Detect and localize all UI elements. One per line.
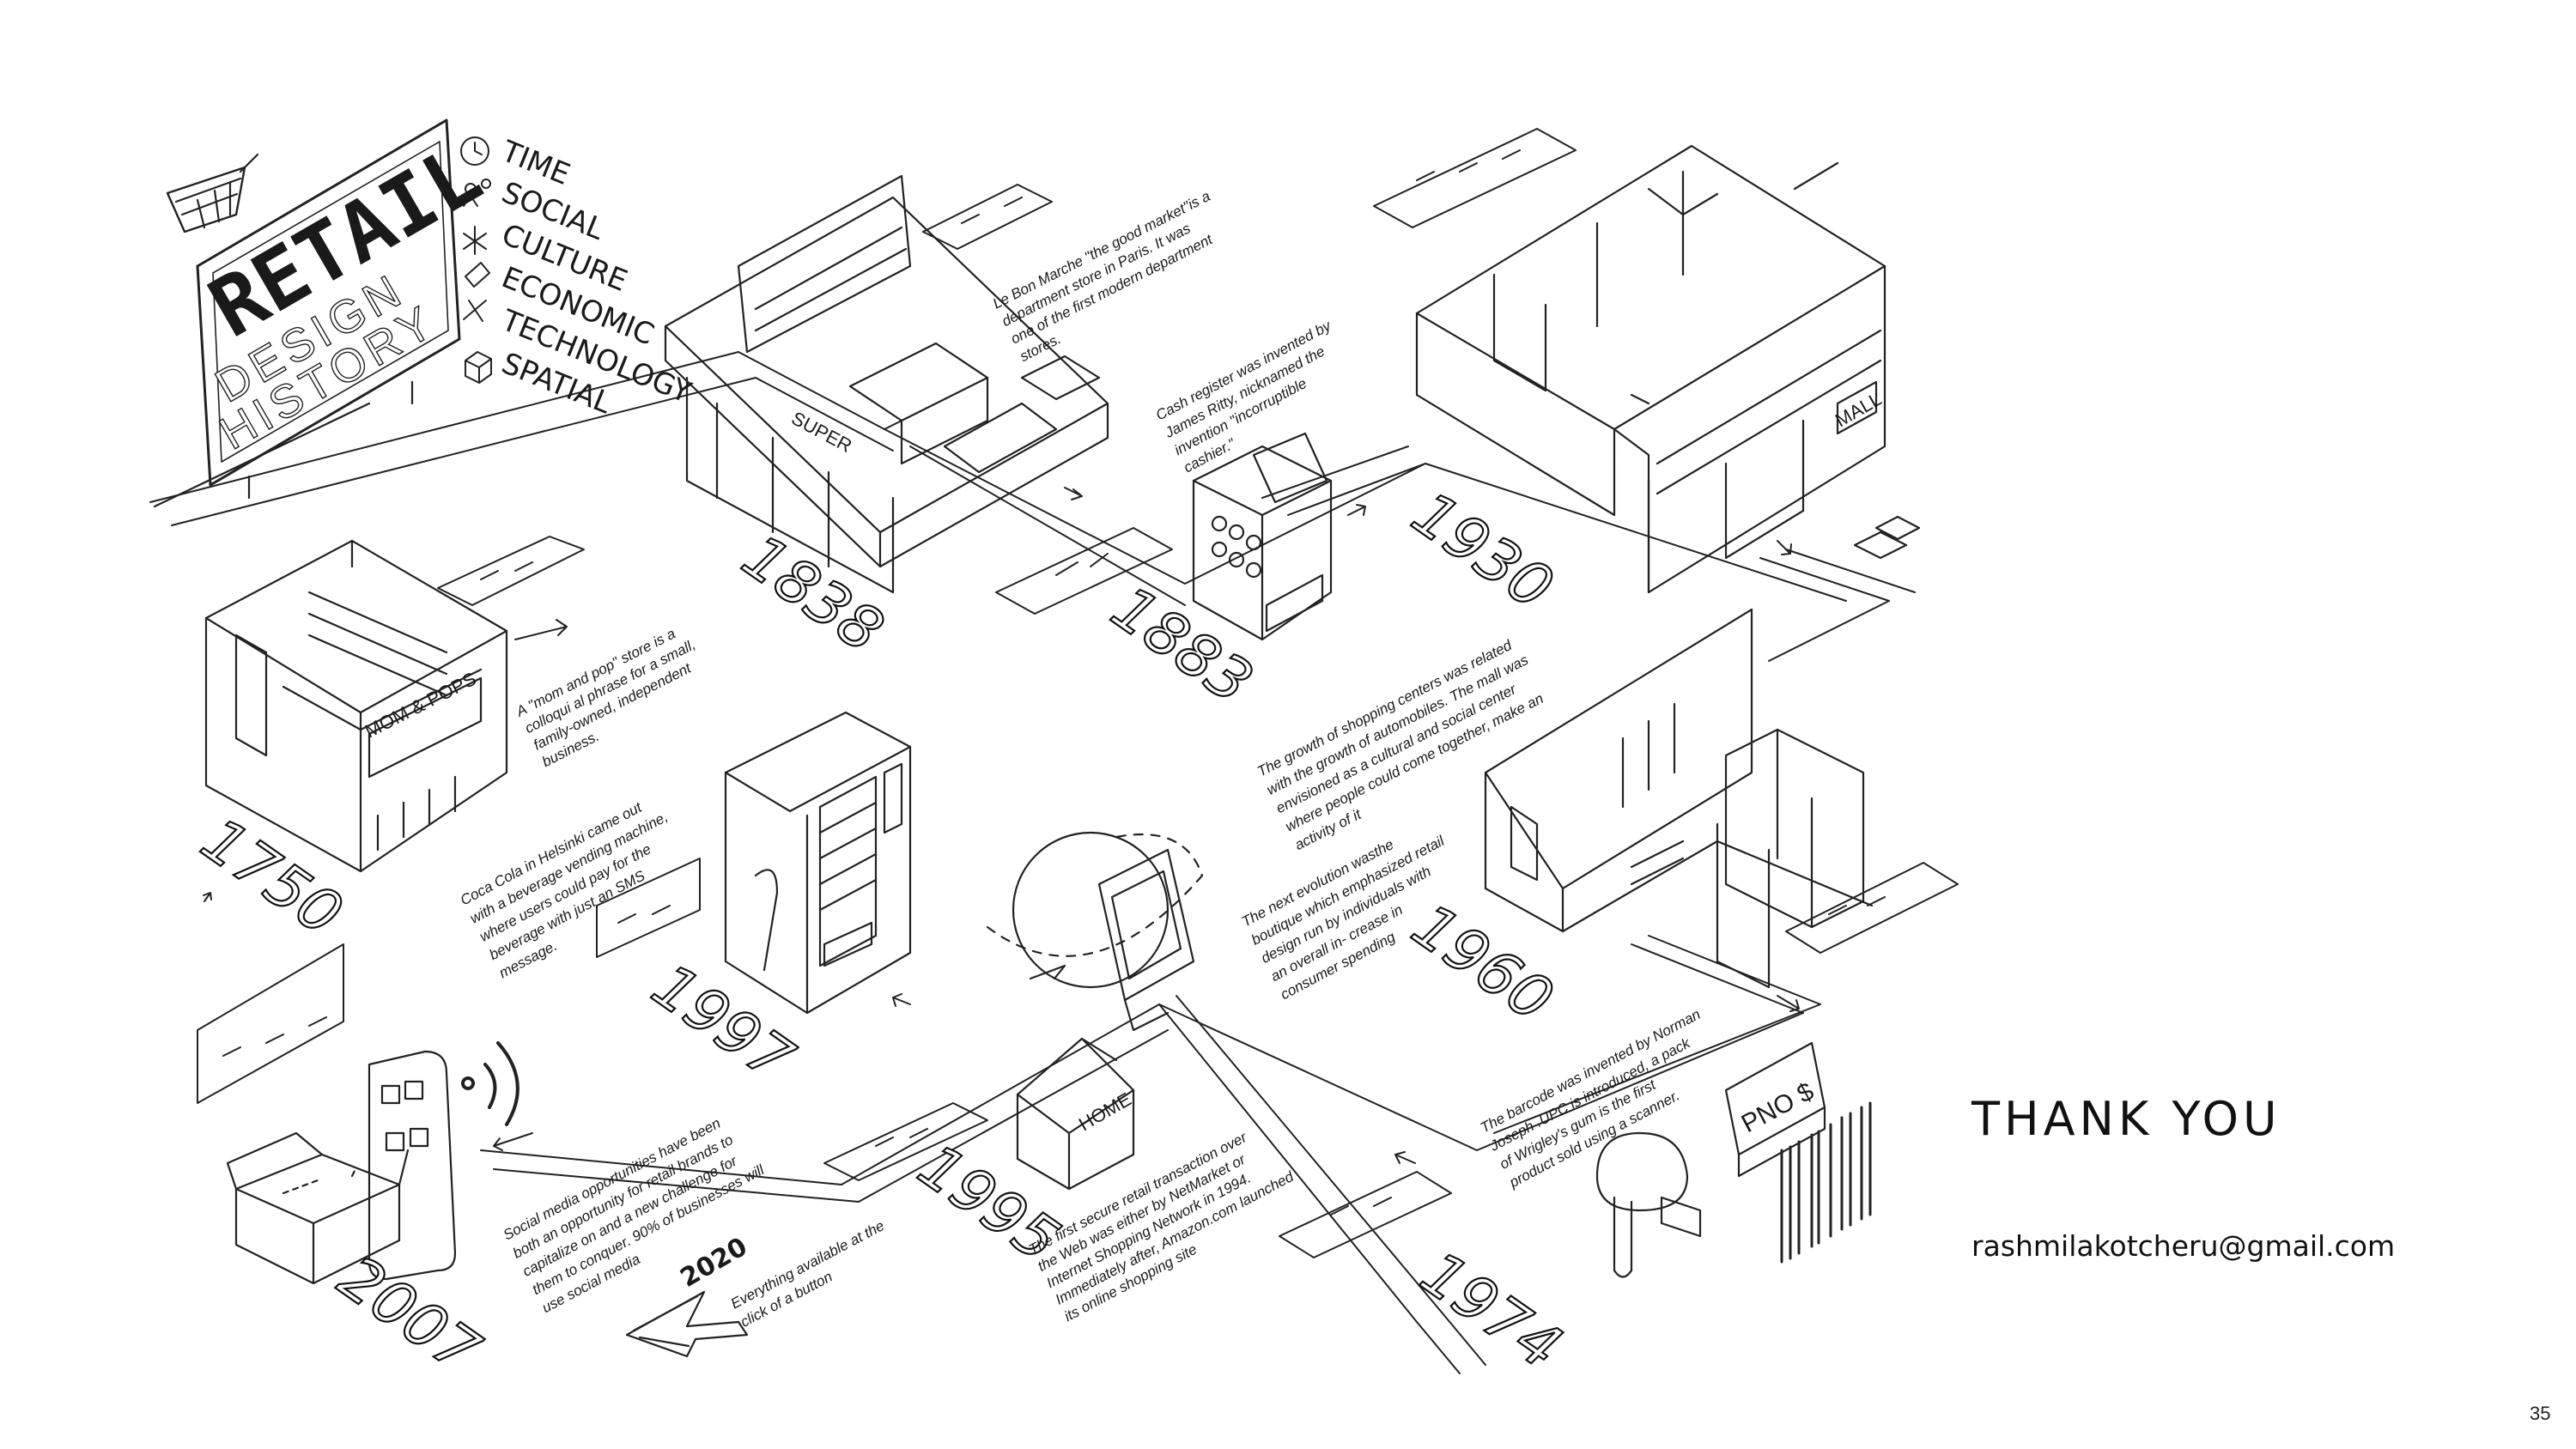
plate-1974 — [1279, 1171, 1452, 1258]
theme-plates — [197, 128, 1959, 1258]
open-box — [226, 1131, 410, 1285]
year-1883: 1883 — [1099, 573, 1265, 718]
mall-building — [1415, 144, 1921, 594]
people-icon — [463, 179, 491, 207]
vending-machine — [724, 711, 912, 1015]
contact-email[interactable]: rashmilakotcheru@gmail.com — [1971, 1229, 2396, 1263]
plate-1750 — [437, 536, 585, 606]
note-1974: The barcode was invented by NormanJoseph… — [1477, 1006, 1732, 1191]
note-line: department store in Paris. It was — [999, 220, 1194, 330]
year-2020: 2020 — [676, 1232, 753, 1294]
note-1930: The growth of shopping centers was relat… — [1255, 633, 1559, 853]
note-1997: Coca Cola in Helsinki came outwith a bev… — [458, 791, 700, 982]
plate-1960 — [1785, 862, 1959, 954]
cube-icon — [465, 351, 492, 384]
plate-2007 — [197, 943, 344, 1104]
year-1997: 1997 — [640, 950, 805, 1095]
sign-super: SUPER — [788, 407, 856, 457]
plate-1838 — [922, 184, 1053, 250]
money-icon — [465, 262, 490, 288]
billboard-title: RETAIL DESIGN HISTORY — [195, 127, 497, 460]
barcode-icon — [1780, 1101, 1872, 1264]
boutique-store — [1484, 608, 1874, 989]
direction-arrows — [203, 487, 1800, 1164]
year-1750: 1750 — [189, 804, 355, 949]
title-billboard — [153, 118, 461, 508]
shopping-basket-icon — [166, 153, 259, 233]
department-store — [664, 174, 1109, 594]
sign-mall: MALL — [1832, 388, 1885, 431]
note-1995: The first secure retail transaction over… — [1026, 1118, 1305, 1325]
sign-home: HOME — [1075, 1088, 1135, 1136]
home-house — [1016, 1037, 1135, 1191]
note-line: colloqui al phrase for a small, — [522, 636, 698, 737]
plate-1883 — [995, 527, 1173, 615]
cash-register — [1192, 432, 1333, 641]
cursor-arrow — [625, 1290, 749, 1358]
thank-you-heading: THANK YOU — [1971, 1092, 2281, 1146]
wifi-icon — [461, 1041, 519, 1126]
page-number: 35 — [2530, 1403, 2551, 1424]
globe-computer — [986, 831, 1204, 1032]
asterisk-icon — [463, 226, 487, 255]
clock-icon — [460, 136, 489, 166]
timeline-path — [149, 351, 1916, 1374]
note-2007: Social media opportunities have beenboth… — [501, 1106, 777, 1316]
year-1930: 1930 — [1400, 478, 1565, 623]
sign-register: PNO $ — [1737, 1077, 1819, 1139]
barcode-scanner — [1595, 1131, 1702, 1278]
plate-1930 — [1373, 128, 1577, 228]
plate-1995 — [823, 1102, 988, 1181]
note-1750: A "mom and pop" store is acolloqui al ph… — [513, 620, 715, 771]
year-2007: 2007 — [326, 1242, 492, 1387]
plate-1997 — [596, 858, 701, 958]
tools-icon — [463, 300, 487, 322]
year-1960: 1960 — [1400, 890, 1565, 1035]
note-2020: Everything available at theclick of a bu… — [728, 1217, 896, 1331]
note-line: Everything available at the — [728, 1217, 887, 1312]
year-1974: 1974 — [1408, 1238, 1574, 1383]
mom-and-pops-store — [204, 539, 508, 873]
legend-icons — [460, 136, 492, 384]
year-1838: 1838 — [730, 521, 896, 666]
legend: TIME SOCIAL CULTURE ECONOMIC TECHNOLOGY … — [496, 134, 696, 421]
tablet-device — [368, 1050, 457, 1281]
